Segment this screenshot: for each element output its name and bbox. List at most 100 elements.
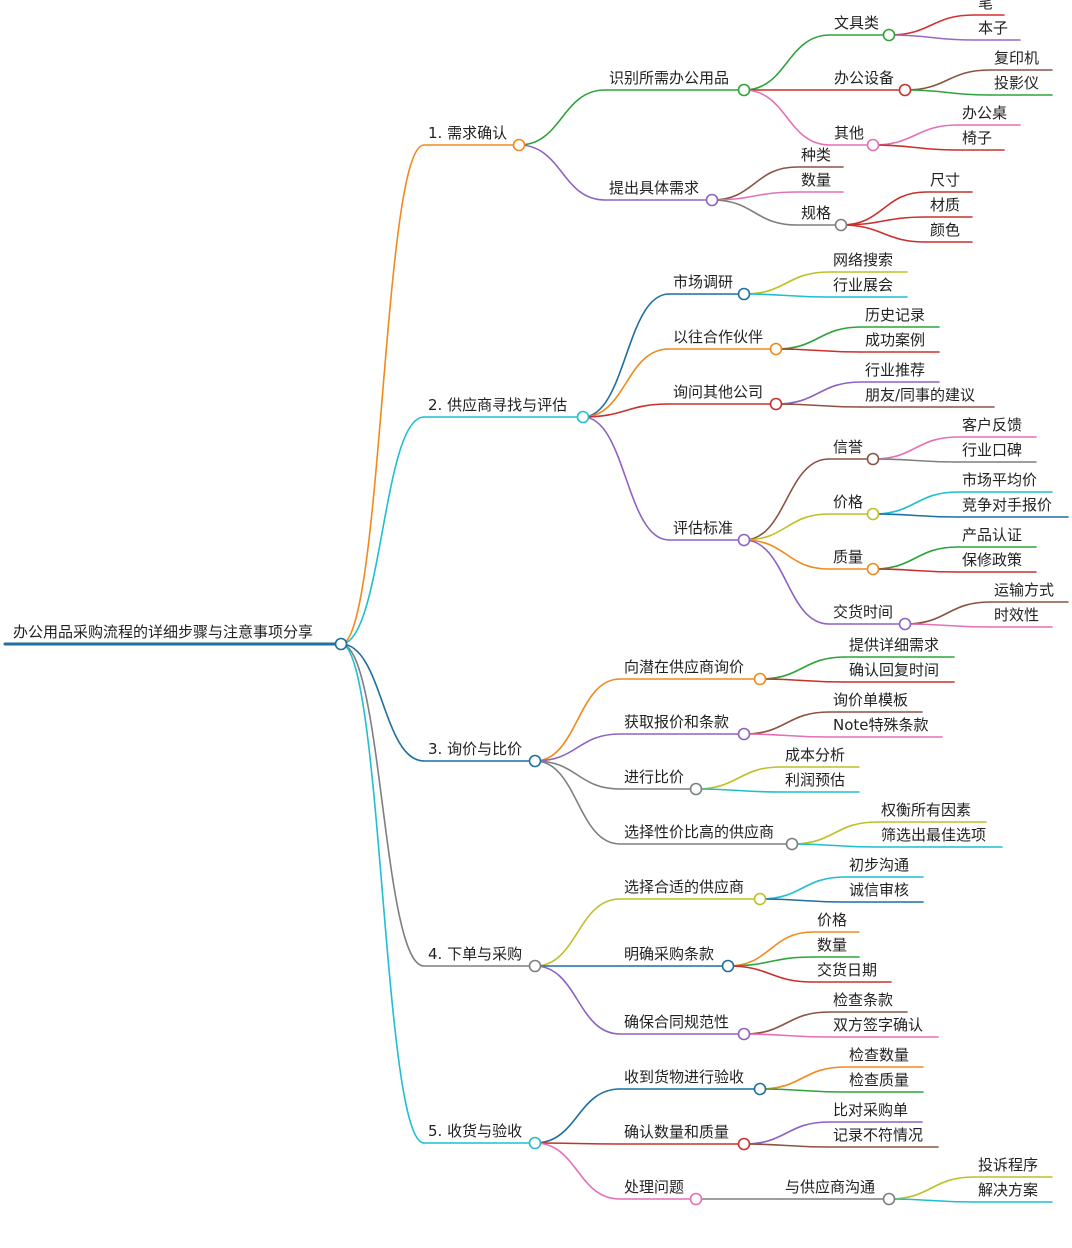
node-label-r-1-3-1: 价格 (833, 493, 863, 511)
edge-r-1-3-2-0 (872, 546, 959, 570)
node-label-r-3-0: 选择合适的供应商 (624, 878, 744, 896)
collapse-toggle-r-4-1[interactable] (737, 1137, 751, 1151)
collapse-toggle-r-0-0-2[interactable] (866, 138, 880, 152)
collapse-toggle-r-2-0[interactable] (753, 672, 767, 686)
node-label-r-4-2-0-0: 投诉程序 (978, 1156, 1038, 1174)
collapse-toggle-r-1-3-3[interactable] (898, 617, 912, 631)
edge-r-0-1-2-0 (840, 191, 927, 226)
collapse-toggle-r-4-0[interactable] (753, 1082, 767, 1096)
node-label-r-3-2: 确保合同规范性 (624, 1013, 729, 1031)
collapse-toggle-r-4-2-0[interactable] (882, 1192, 896, 1206)
node-label-r-1-2-0: 行业推荐 (865, 361, 925, 379)
edge-r-3-1-2 (727, 965, 814, 983)
edge-r-1-3-0-1 (872, 458, 959, 463)
collapse-toggle-r-3[interactable] (528, 959, 542, 973)
collapse-toggle-r-2-1[interactable] (737, 727, 751, 741)
node-label-r-3-1-2: 交货日期 (817, 961, 877, 979)
node-label-r-1-3-0: 信誉 (833, 438, 863, 456)
node-label-r-0-0-2: 其他 (834, 124, 864, 142)
edge-r-4-0-0 (759, 1066, 846, 1090)
node-label-r-4-0: 收到货物进行验收 (624, 1068, 744, 1086)
node-label-r-3-0-0: 初步沟通 (849, 856, 909, 874)
node-label-r-1-3-0-1: 行业口碑 (962, 441, 1022, 459)
node-label-r-1-2-1: 朋友/同事的建议 (865, 386, 975, 404)
node-label-r-0-0-1-1: 投影仪 (994, 74, 1039, 92)
edge-r-2-1-1 (743, 733, 830, 738)
node-label-r-0-1-1: 数量 (801, 171, 831, 189)
edge-r-4-1-0 (743, 1121, 830, 1145)
node-label-r-4-2-0: 与供应商沟通 (785, 1178, 875, 1196)
edge-r-2-3 (534, 760, 621, 845)
node-label-r-0-1-2-0: 尺寸 (930, 171, 960, 189)
edge-r-1-3-1-1 (872, 513, 959, 518)
node-label-r-3-1-0: 价格 (817, 911, 847, 929)
node-label-r-2-0: 向潜在供应商询价 (624, 658, 744, 676)
node-label-r-1-1: 以往合作伙伴 (673, 328, 763, 346)
collapse-toggle-r-2[interactable] (528, 754, 542, 768)
edge-r-1-3-1-0 (872, 491, 959, 515)
collapse-toggle-r-0-1[interactable] (705, 193, 719, 207)
collapse-toggle-r-4-2[interactable] (689, 1192, 703, 1206)
node-label-r-4-1: 确认数量和质量 (624, 1123, 729, 1141)
edge-r-0 (340, 144, 425, 645)
node-label-r-1-2: 询问其他公司 (673, 383, 763, 401)
collapse-toggle-r-0-0[interactable] (737, 83, 751, 97)
node-label-r-4-2-0-1: 解决方案 (978, 1181, 1038, 1199)
node-label-r-3-1: 明确采购条款 (624, 945, 714, 963)
collapse-toggle-r-3-1[interactable] (721, 959, 735, 973)
node-label-r-1-3-1-0: 市场平均价 (962, 471, 1037, 489)
collapse-toggle-r-0-1-2[interactable] (834, 218, 848, 232)
edge-r-1-2-0 (775, 381, 862, 405)
edge-r-0-0-0 (743, 34, 831, 91)
node-label-r-0-0-0: 文具类 (834, 14, 879, 32)
collapse-toggle-r-1-3-0[interactable] (866, 452, 880, 466)
collapse-toggle-r-1[interactable] (576, 410, 590, 424)
edge-r-0-1 (518, 144, 606, 201)
collapse-toggle-r-2-2[interactable] (689, 782, 703, 796)
collapse-toggle-r-2-3[interactable] (785, 837, 799, 851)
node-label-r-2-2: 进行比价 (624, 768, 684, 786)
edge-r-1-2 (582, 403, 670, 418)
edge-r-2-0 (534, 678, 621, 762)
collapse-toggle-r-1-2[interactable] (769, 397, 783, 411)
node-label-r-1-3-3-0: 运输方式 (994, 581, 1054, 599)
edge-r-0-0 (518, 89, 606, 146)
node-label-r-3-2-0: 检查条款 (833, 991, 893, 1009)
edge-r-2-0-0 (759, 656, 846, 680)
edge-r-2-2-1 (695, 788, 782, 793)
edge-r-2-3-1 (791, 843, 878, 848)
collapse-toggle-r-1-0[interactable] (737, 287, 751, 301)
node-label-r-3-2-1: 双方签字确认 (833, 1016, 923, 1034)
collapse-toggle-r-1-3-1[interactable] (866, 507, 880, 521)
edge-r-1-3-0-0 (872, 436, 959, 460)
edge-r-1-0 (582, 293, 670, 418)
edge-r-0-0-2 (743, 89, 831, 146)
collapse-toggle-r-1-3[interactable] (737, 533, 751, 547)
node-label-r-1-3-3: 交货时间 (833, 603, 893, 621)
node-label-r-2-1: 获取报价和条款 (624, 713, 729, 731)
collapse-toggle-r[interactable] (334, 637, 348, 651)
edge-r-4-0 (534, 1088, 621, 1144)
edge-r-0-1-2 (711, 199, 798, 226)
collapse-toggle-r-0-0-0[interactable] (882, 28, 896, 42)
node-label-r-0-1-2-2: 颜色 (930, 221, 960, 239)
node-label-r-2-1-1: Note特殊条款 (833, 716, 929, 734)
edge-r-0-1-1 (711, 191, 798, 201)
collapse-toggle-r-1-1[interactable] (769, 342, 783, 356)
collapse-toggle-r-0-0-1[interactable] (898, 83, 912, 97)
node-label-r-1-3: 评估标准 (673, 519, 733, 537)
edge-r-3-0-1 (759, 898, 846, 903)
node-label-r-0-1: 提出具体需求 (609, 179, 699, 197)
collapse-toggle-r-3-2[interactable] (737, 1027, 751, 1041)
edge-r-0-0-0-1 (888, 34, 975, 41)
edge-r-0-0-2-0 (872, 124, 959, 146)
collapse-toggle-r-1-3-2[interactable] (866, 562, 880, 576)
collapse-toggle-r-4[interactable] (528, 1136, 542, 1150)
edge-r-1-3-1 (743, 513, 830, 541)
collapse-toggle-r-0[interactable] (512, 138, 526, 152)
node-label-r-1-3-1-1: 竞争对手报价 (962, 496, 1052, 514)
edge-r-2-1-0 (743, 711, 830, 735)
collapse-toggle-r-3-0[interactable] (753, 892, 767, 906)
node-label-r-0-1-2-1: 材质 (930, 196, 960, 214)
